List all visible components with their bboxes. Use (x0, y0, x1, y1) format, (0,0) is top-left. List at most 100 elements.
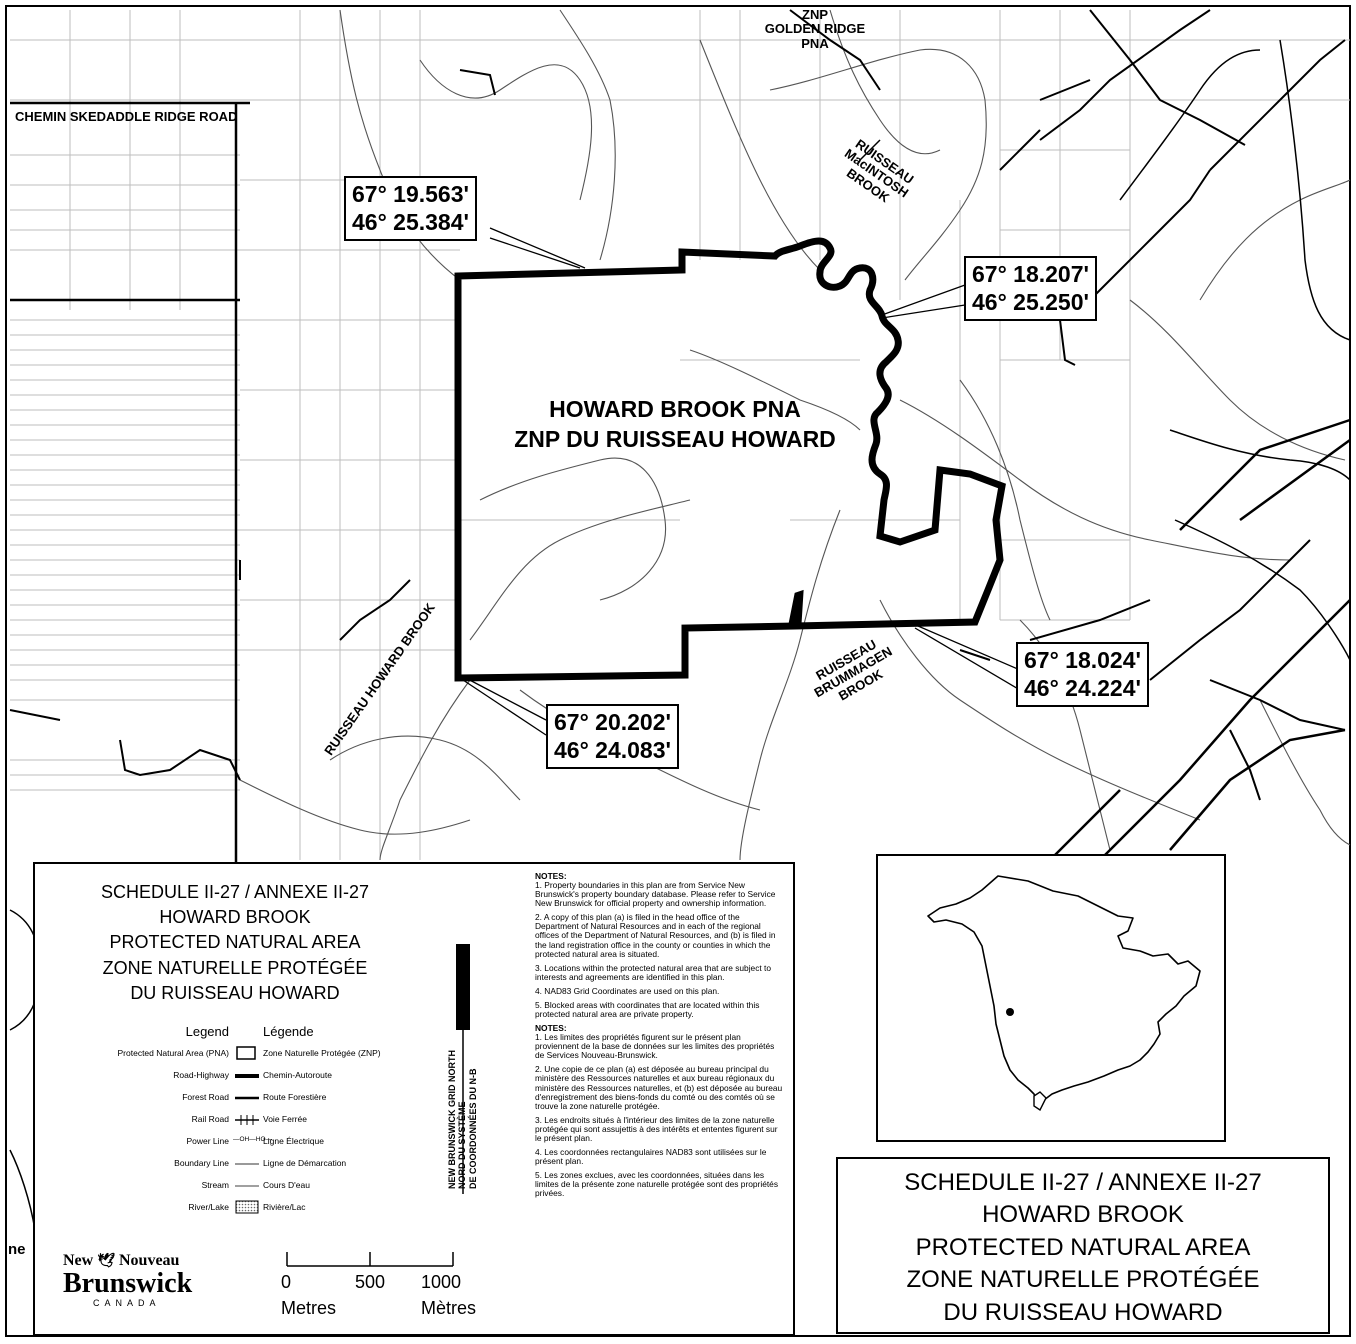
rail-road-symbol-icon (235, 1115, 259, 1125)
river-lake-symbol-icon (235, 1200, 259, 1214)
legend-item-en: Power Line (186, 1136, 229, 1146)
legend-panel: SCHEDULE II-27 / ANNEXE II-27 HOWARD BRO… (33, 862, 795, 1336)
schedule-line-5: DU RUISSEAU HOWARD (130, 982, 340, 1003)
coordinate-lon: 67° 18.024' (1024, 647, 1141, 673)
logo-line-1: New 🕊 Nouveau (63, 1252, 213, 1270)
road-highway-symbol-icon (235, 1074, 259, 1078)
north-line-1: NEW BRUNSWICK GRID NORTH (447, 1050, 457, 1189)
schedule-line-2: HOWARD BROOK (159, 907, 311, 928)
pna-boundary (454, 237, 1006, 682)
legend-item-fr: Ligne Électrique (263, 1136, 324, 1146)
coordinate-lat: 46° 25.384' (352, 208, 469, 235)
scale-bar: 0 500 1000 Metres Mètres (275, 1244, 495, 1324)
new-brunswick-outline-icon (927, 875, 1201, 1112)
pna-symbol-icon (236, 1046, 256, 1060)
legend-item-fr: Route Forestière (263, 1092, 327, 1102)
logo-brunswick: Brunswick (63, 1268, 193, 1299)
note-en-5: 5. Blocked areas with coordinates that a… (535, 999, 760, 1020)
scale-bar-graphic (286, 1252, 454, 1267)
note-en-2: 2. A copy of this plan (a) is filed in t… (535, 912, 776, 959)
note-fr-2: 2. Une copie de ce plan (a) est déposée … (535, 1064, 783, 1111)
title-block-line-5: DU RUISSEAU HOWARD (943, 1298, 1223, 1326)
title-block-line-4: ZONE NATURELLE PROTÉGÉE (906, 1266, 1260, 1294)
power-line-symbol-icon: —OH—HO— (233, 1136, 272, 1143)
legend-item-forest-road: Forest Road Route Forestière (55, 1088, 415, 1108)
stream-symbol-icon (235, 1185, 259, 1187)
note-en-1: 1. Property boundaries in this plan are … (535, 880, 776, 909)
forest-road-symbol-icon (235, 1096, 259, 1100)
coordinate-lon: 67° 19.563' (352, 181, 469, 207)
logo-canada: CANADA (93, 1298, 161, 1308)
location-dot-icon (1006, 1008, 1014, 1016)
schedule-title-block: SCHEDULE II-27 / ANNEXE II-27 HOWARD BRO… (836, 1157, 1330, 1334)
legend-item-power-line: Power Line —OH—HO— Ligne Électrique (55, 1132, 415, 1152)
north-arrow-label: NEW BRUNSWICK GRID NORTH NORD DU SYSTÈME… (447, 1050, 478, 1189)
new-brunswick-logo: New 🕊 Nouveau Brunswick CANADA (63, 1252, 213, 1308)
coordinate-box-ne: 67° 18.207' 46° 25.250' (964, 256, 1097, 322)
legend-item-en: Rail Road (191, 1114, 229, 1124)
road-label-skedaddle: CHEMIN SKEDADDLE RIDGE ROAD (15, 109, 238, 124)
coordinate-box-se: 67° 18.024' 46° 24.224' (1016, 642, 1149, 708)
scale-tick-0: 0 (281, 1272, 292, 1292)
title-block-line-2: HOWARD BROOK (982, 1201, 1184, 1229)
boundary-line-symbol-icon (235, 1163, 259, 1165)
legend-item-fr: Chemin-Autoroute (263, 1070, 332, 1080)
legend-item-river-lake: River/Lake Rivière/Lac (55, 1198, 415, 1218)
note-en-3: 3. Locations within the protected natura… (535, 962, 772, 982)
legend-item-fr: Voie Ferrée (263, 1114, 307, 1124)
legend-item-fr: Ligne de Démarcation (263, 1158, 347, 1168)
golden-ridge-pna-label: ZNP GOLDEN RIDGE PNA (760, 7, 870, 51)
bird-icon: 🕊 (97, 1254, 115, 1269)
leader-lines (459, 227, 1021, 736)
notes-fr-title: NOTES: (535, 1023, 567, 1034)
north-line-2: NORD DU SYSTÈME (457, 1101, 468, 1189)
title-block-line-3: PROTECTED NATURAL AREA (915, 1233, 1251, 1261)
legend-item-fr: Zone Naturelle Protégée (ZNP) (263, 1048, 381, 1058)
legend-item-fr: Cours D'eau (263, 1180, 310, 1190)
main-roads (10, 101, 1351, 862)
coordinate-lat: 46° 25.250' (972, 288, 1089, 315)
schedule-line-1: SCHEDULE II-27 / ANNEXE II-27 (100, 882, 370, 902)
legend-item-en: Protected Natural Area (PNA) (117, 1048, 230, 1058)
golden-ridge-line-1: ZNP (802, 7, 828, 22)
legend-item-pna: Protected Natural Area (PNA) Zone Nature… (55, 1044, 415, 1064)
logo-nouveau: Nouveau (119, 1252, 180, 1269)
legend-item-rail-road: Rail Road Voie Ferrée (55, 1110, 415, 1130)
streams (239, 9, 1351, 861)
coordinate-box-sw: 67° 20.202' 46° 24.083' (546, 704, 679, 770)
edge-road-fragment: ne (8, 1241, 26, 1258)
schedule-line-3: PROTECTED NATURAL AREA (109, 932, 361, 953)
note-fr-3: 3. Les endroits situés à l'intérieur des… (535, 1114, 778, 1143)
legend-item-en: River/Lake (188, 1202, 229, 1212)
legend-header-en: Legend (185, 1024, 229, 1039)
forest-roads (9, 9, 1346, 801)
coordinate-lon: 67° 18.207' (972, 261, 1089, 287)
scale-unit-en: Metres (281, 1298, 337, 1318)
legend-item-en: Forest Road (182, 1092, 229, 1102)
location-inset-map (876, 854, 1226, 1142)
note-en-4: 4. NAD83 Grid Coordinates are used on th… (535, 985, 720, 996)
logo-new: New (63, 1252, 94, 1269)
legend-schedule-title: SCHEDULE II-27 / ANNEXE II-27 HOWARD BRO… (75, 880, 395, 1006)
legend-item-fr: Rivière/Lac (263, 1202, 306, 1212)
scale-tick-1000: 1000 (421, 1272, 462, 1292)
pna-name-en: HOWARD BROOK PNA (549, 396, 801, 422)
note-fr-5: 5. Les zones exclues, avec les coordonné… (535, 1170, 779, 1199)
legend-header-fr: Légende (263, 1024, 314, 1039)
legend-item-en: Road-Highway (173, 1070, 229, 1080)
north-arrow-icon (456, 944, 470, 1194)
legend-item-en: Boundary Line (174, 1158, 229, 1168)
pna-name-fr: ZNP DU RUISSEAU HOWARD (514, 425, 836, 452)
note-fr-1: 1. Les limites des propriétés figurent s… (535, 1032, 775, 1061)
excluded-parcel (788, 589, 804, 626)
schedule-line-4: ZONE NATURELLE PROTÉGÉE (102, 957, 368, 978)
golden-ridge-line-3: PNA (801, 35, 829, 51)
legend-item-en: Stream (201, 1180, 229, 1190)
plan-notes: NOTES: 1. Property boundaries in this pl… (535, 871, 785, 1203)
coordinate-lat: 46° 24.083' (554, 736, 671, 763)
title-block-line-1: SCHEDULE II-27 / ANNEXE II-27 (904, 1169, 1262, 1196)
note-fr-4: 4. Les coordonnées rectangulaires NAD83 … (535, 1147, 767, 1167)
coordinate-box-nw: 67° 19.563' 46° 25.384' (344, 176, 477, 242)
coordinate-lon: 67° 20.202' (554, 709, 671, 735)
legend-item-boundary-line: Boundary Line Ligne de Démarcation (55, 1154, 415, 1174)
